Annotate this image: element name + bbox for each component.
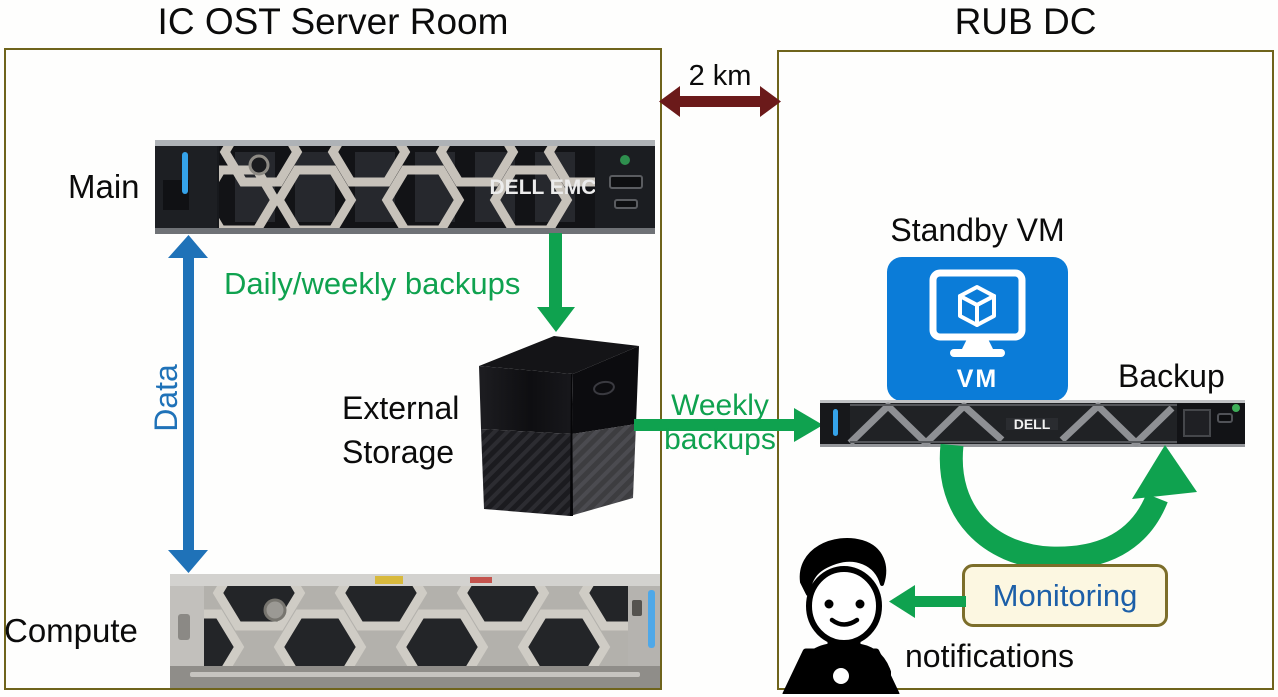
compute-server-label: Compute bbox=[4, 612, 138, 649]
server-room-panel bbox=[4, 48, 662, 690]
main-server-brand: DELL EMC bbox=[490, 176, 597, 199]
left-panel-title: IC OST Server Room bbox=[157, 1, 509, 42]
external-storage-image bbox=[479, 336, 639, 516]
external-storage-label: External Storage bbox=[342, 390, 460, 470]
main-server-image: DELL EMC bbox=[155, 140, 655, 234]
main-server-label: Main bbox=[68, 168, 140, 205]
notifications-label: notifications bbox=[905, 638, 1074, 674]
standby-vm-label: Standby VM bbox=[890, 212, 1065, 248]
backup-server-image: DELL bbox=[820, 400, 1245, 447]
distance-label: 2 km bbox=[688, 60, 752, 92]
distance-arrow-icon bbox=[659, 86, 781, 117]
vm-monitor-icon bbox=[929, 269, 1026, 357]
admin-person-icon bbox=[782, 537, 900, 694]
monitoring-label: Monitoring bbox=[992, 578, 1138, 613]
rub-dc-panel bbox=[777, 50, 1274, 690]
backup-server-label: Backup bbox=[1118, 358, 1225, 394]
notification-arrow-icon bbox=[889, 585, 966, 618]
compute-server-image bbox=[170, 574, 660, 688]
weekly-backups-arrow-icon bbox=[634, 408, 823, 442]
data-arrow-icon bbox=[168, 235, 208, 573]
monitoring-box: Monitoring bbox=[962, 564, 1168, 627]
right-panel-title: RUB DC bbox=[954, 1, 1097, 42]
daily-backups-label: Daily/weekly backups bbox=[224, 266, 521, 301]
monitoring-loop-arrow-icon bbox=[939, 443, 1197, 570]
data-arrow-label: Data bbox=[148, 364, 184, 432]
vm-icon: VM bbox=[887, 257, 1068, 401]
vm-icon-text: VM bbox=[956, 365, 999, 393]
backup-server-brand: DELL bbox=[1014, 416, 1051, 432]
weekly-backups-label: Weekly backups bbox=[664, 389, 776, 456]
daily-backups-arrow-icon bbox=[537, 233, 575, 332]
